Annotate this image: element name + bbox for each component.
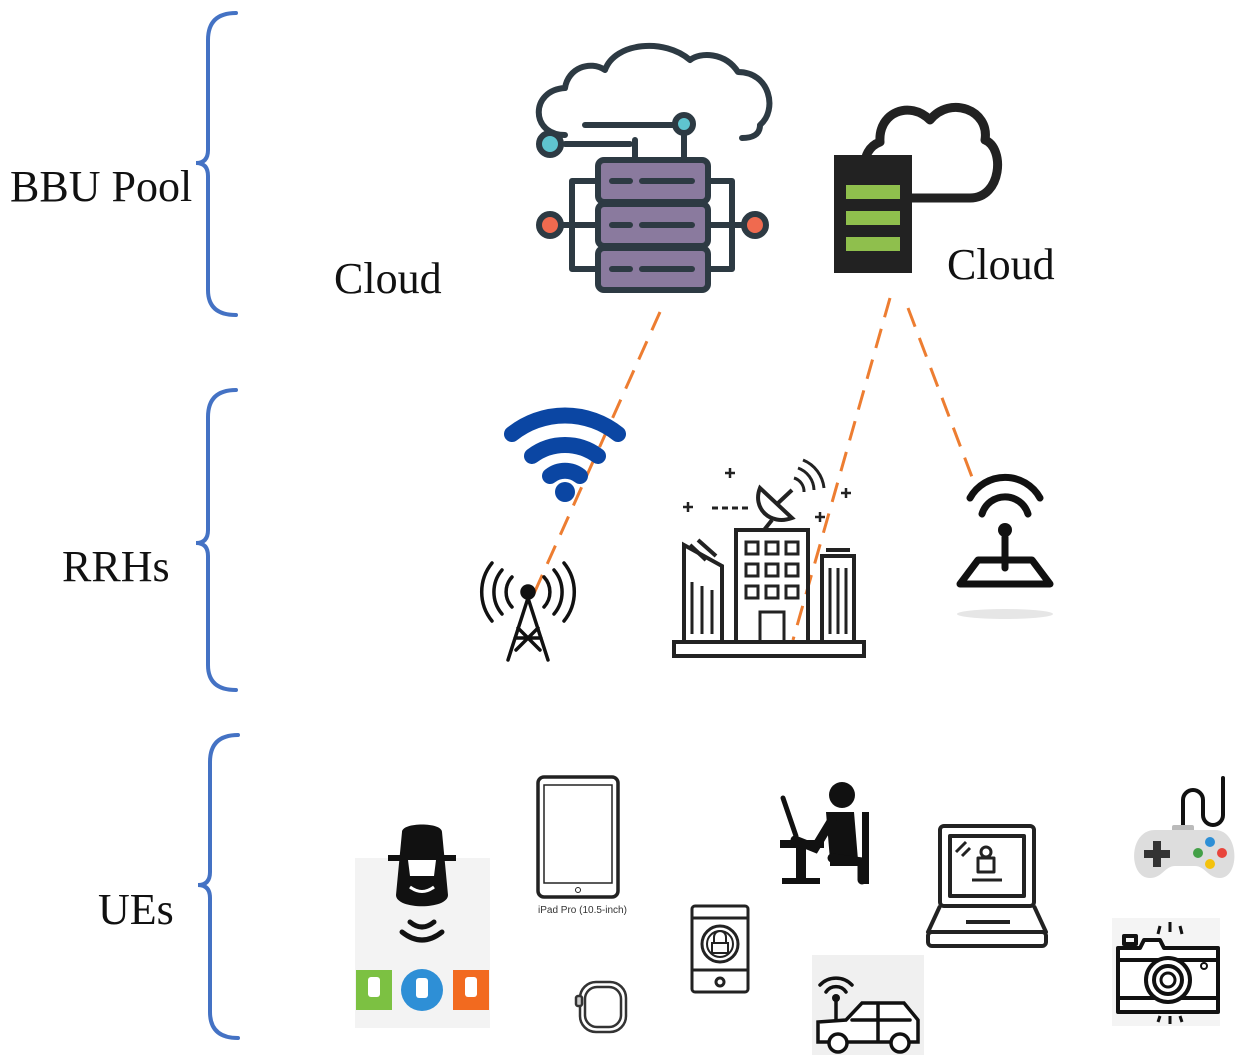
link-cloudpc-to-ap bbox=[906, 307, 977, 486]
tier-label-ues: UEs bbox=[98, 885, 174, 934]
rrh-brace bbox=[195, 388, 238, 692]
autonomous-car-icon bbox=[355, 824, 490, 1028]
tier-label-bbu-pool: BBU Pool bbox=[10, 162, 193, 211]
smartwatch-icon bbox=[574, 980, 628, 1034]
tablet-caption: iPad Pro (10.5-inch) bbox=[538, 905, 627, 916]
building-satellite-icon bbox=[672, 458, 866, 658]
tablet-icon bbox=[536, 775, 620, 899]
desk-worker-icon bbox=[780, 782, 869, 885]
tier-label-rrhs: RRHs bbox=[62, 542, 170, 591]
cloud-server-icon bbox=[535, 42, 773, 293]
links bbox=[530, 297, 977, 641]
cloud-label-left: Cloud bbox=[334, 254, 442, 303]
link-server-to-tower bbox=[530, 311, 662, 599]
ue-brace bbox=[197, 733, 240, 1040]
cloud-label-right: Cloud bbox=[947, 240, 1055, 289]
camera-icon bbox=[1112, 918, 1220, 1026]
antenna-tower-icon bbox=[479, 561, 577, 662]
wifi-icon bbox=[504, 407, 626, 502]
connected-car-icon bbox=[812, 955, 924, 1055]
access-point-icon bbox=[956, 473, 1054, 619]
smartphone-icon bbox=[690, 904, 750, 994]
laptop-icon bbox=[926, 824, 1048, 948]
cloud-computer-icon bbox=[834, 102, 1002, 273]
gamepad-icon bbox=[1134, 776, 1235, 878]
braces bbox=[195, 11, 240, 1040]
bbu-brace bbox=[195, 11, 238, 317]
